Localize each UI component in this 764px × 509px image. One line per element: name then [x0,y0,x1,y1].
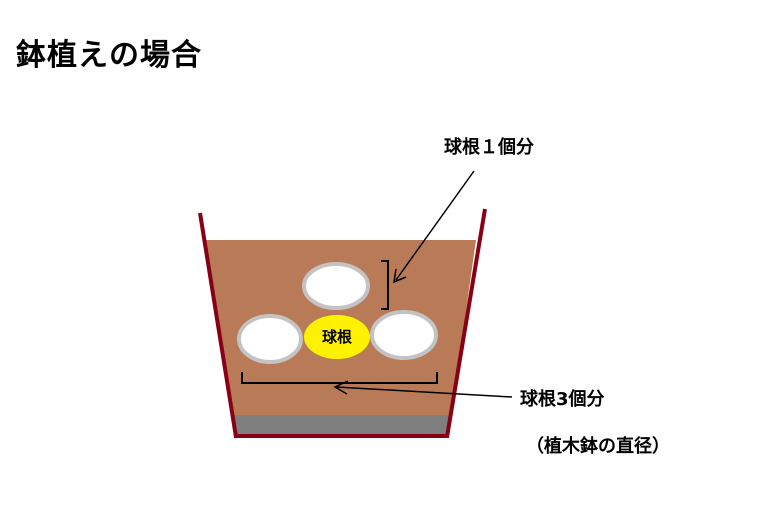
bracket-one-bulb [381,260,389,310]
bulb-left [237,314,303,364]
arrow-three-bulbs-line [335,386,513,398]
label-three-bulbs: 球根3個分 [520,389,605,410]
pot-wall-left [198,212,238,438]
pot-wall-right [445,208,487,438]
page-title: 鉢植えの場合 [16,38,202,73]
bulb-center [304,315,370,359]
label-pot-diameter: （植木鉢の直径） [526,436,670,457]
bulb-center-label: 球根 [322,328,352,346]
label-one-bulb: 球根１個分 [444,137,534,158]
arrow-three-bulbs-head [333,380,349,395]
arrow-one-bulb-line [395,170,475,281]
gravel-layer [231,415,451,436]
arrow-one-bulb-head [393,268,407,284]
bracket-three-bulbs [241,372,438,384]
bulb-top [302,262,370,310]
bulb-right [370,310,438,360]
